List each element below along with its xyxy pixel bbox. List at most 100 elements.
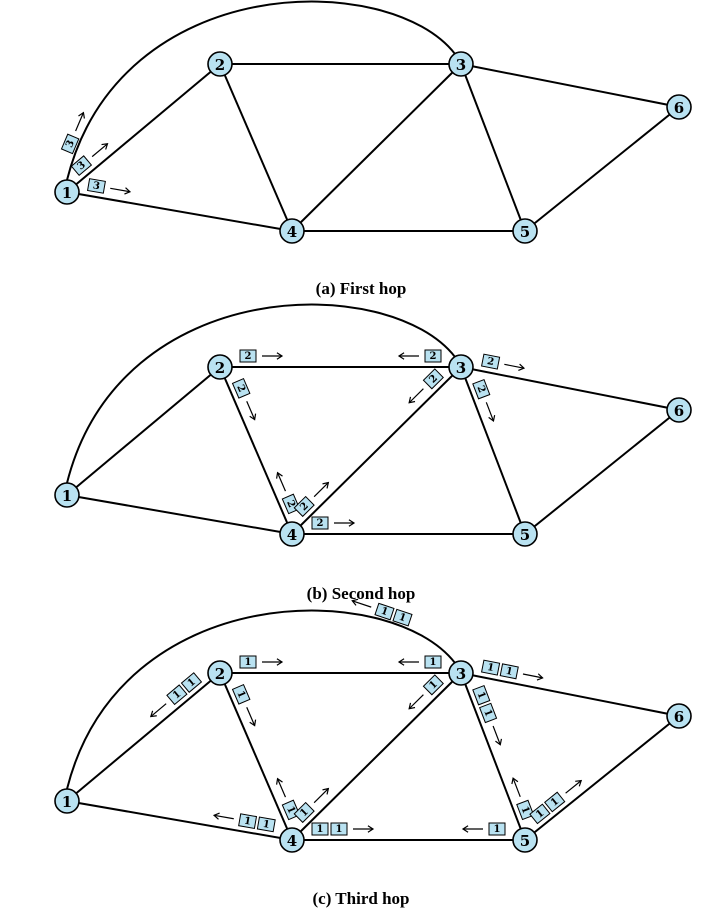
- direction-arrow: [91, 143, 109, 158]
- node-label: 4: [287, 526, 297, 544]
- packet-label: 1: [234, 689, 247, 700]
- node-label: 1: [62, 487, 72, 505]
- node-label: 5: [520, 526, 530, 544]
- packet-label: 1: [245, 657, 252, 668]
- packet-label: 2: [284, 499, 297, 510]
- node-1: 1: [54, 482, 80, 508]
- edge-3-4: [291, 672, 462, 841]
- node-3: 3: [448, 354, 474, 380]
- packet-box: 1: [374, 602, 395, 621]
- edge-2-4: [219, 63, 293, 232]
- packet-box: 2: [311, 516, 329, 530]
- packet-box: 1: [311, 822, 329, 836]
- packet-group-2-3: 2: [239, 349, 284, 363]
- packet-box: 1: [238, 813, 258, 829]
- direction-arrow: [492, 725, 503, 746]
- node-2: 2: [207, 660, 233, 686]
- edge-3-6: [460, 672, 680, 717]
- edge-3-4: [291, 366, 462, 535]
- node-label: 3: [456, 665, 466, 683]
- edge-1-3: [66, 609, 456, 790]
- packet-group-5-6: 11: [529, 779, 583, 825]
- packets: 333: [60, 111, 132, 195]
- edge-1-4: [66, 191, 293, 232]
- packet-group-3-6: 2: [481, 353, 526, 371]
- direction-arrow: [313, 481, 330, 498]
- node-4: 4: [279, 827, 305, 853]
- node-4: 4: [279, 521, 305, 547]
- packet-label: 2: [245, 351, 252, 362]
- node-label: 2: [215, 56, 225, 74]
- packet-label: 2: [430, 351, 437, 362]
- packet-label: 1: [518, 805, 531, 815]
- packet-label: 1: [494, 824, 501, 835]
- packet-label: 3: [92, 180, 101, 192]
- packet-label: 1: [336, 824, 343, 835]
- packet-box: 2: [293, 495, 315, 518]
- node-label: 5: [520, 223, 530, 241]
- packet-group-2-4: 2: [231, 377, 257, 421]
- packet-label: 2: [317, 518, 324, 529]
- packet-group-4-3: 1: [293, 787, 330, 824]
- packet-label: 1: [284, 805, 297, 816]
- packet-box: 3: [70, 155, 93, 177]
- packet-group-3-1: 11: [351, 598, 413, 627]
- edge-1-2: [66, 63, 221, 193]
- packet-box: 1: [180, 672, 203, 693]
- direction-arrow: [110, 187, 132, 195]
- packet-group-1-3: 3: [60, 111, 85, 155]
- packet-group-2-1: 11: [149, 672, 203, 718]
- node-label: 5: [520, 832, 530, 850]
- packet-box: 1: [516, 799, 535, 821]
- edge-5-6: [524, 106, 680, 232]
- direction-arrow: [522, 673, 544, 681]
- node-1: 1: [54, 179, 80, 205]
- packet-group-4-3: 2: [293, 481, 330, 518]
- node-label: 6: [674, 99, 684, 117]
- direction-arrow: [246, 706, 257, 727]
- node-label: 3: [456, 359, 466, 377]
- packet-group-3-5: 11: [472, 684, 503, 746]
- packet-group-3-2: 1: [397, 655, 442, 669]
- packet-group-4-1: 11: [212, 812, 276, 833]
- edge-1-2: [66, 672, 221, 802]
- edge-2-4: [219, 366, 293, 535]
- edge-1-3: [66, 303, 456, 484]
- edges: [66, 609, 680, 841]
- packet-label: 1: [486, 662, 495, 674]
- edge-1-3: [66, 0, 456, 181]
- direction-arrow: [262, 352, 284, 360]
- node-3: 3: [448, 660, 474, 686]
- packet-box: 1: [499, 663, 519, 680]
- direction-arrow: [75, 111, 85, 132]
- node-6: 6: [666, 94, 692, 120]
- packet-group-3-4: 1: [408, 674, 444, 710]
- edge-2-4: [219, 672, 293, 841]
- edge-1-4: [66, 800, 293, 841]
- direction-arrow: [313, 787, 330, 804]
- direction-arrow: [397, 352, 419, 360]
- packet-box: 1: [472, 684, 491, 706]
- node-2: 2: [207, 51, 233, 77]
- edge-5-6: [524, 409, 680, 535]
- packet-box: 2: [422, 368, 444, 390]
- packet-group-3-4: 2: [408, 368, 444, 404]
- packet-group-2-4: 1: [231, 683, 257, 727]
- packet-box: 2: [424, 349, 442, 363]
- direction-arrow: [276, 471, 287, 492]
- packet-group-1-4: 3: [86, 178, 132, 195]
- packet-group-5-4: 1: [461, 822, 506, 836]
- node-5: 5: [512, 827, 538, 853]
- packet-group-3-5: 2: [472, 378, 496, 423]
- packet-label: 1: [379, 606, 389, 619]
- packet-label: 1: [505, 666, 514, 678]
- direction-arrow: [276, 777, 287, 798]
